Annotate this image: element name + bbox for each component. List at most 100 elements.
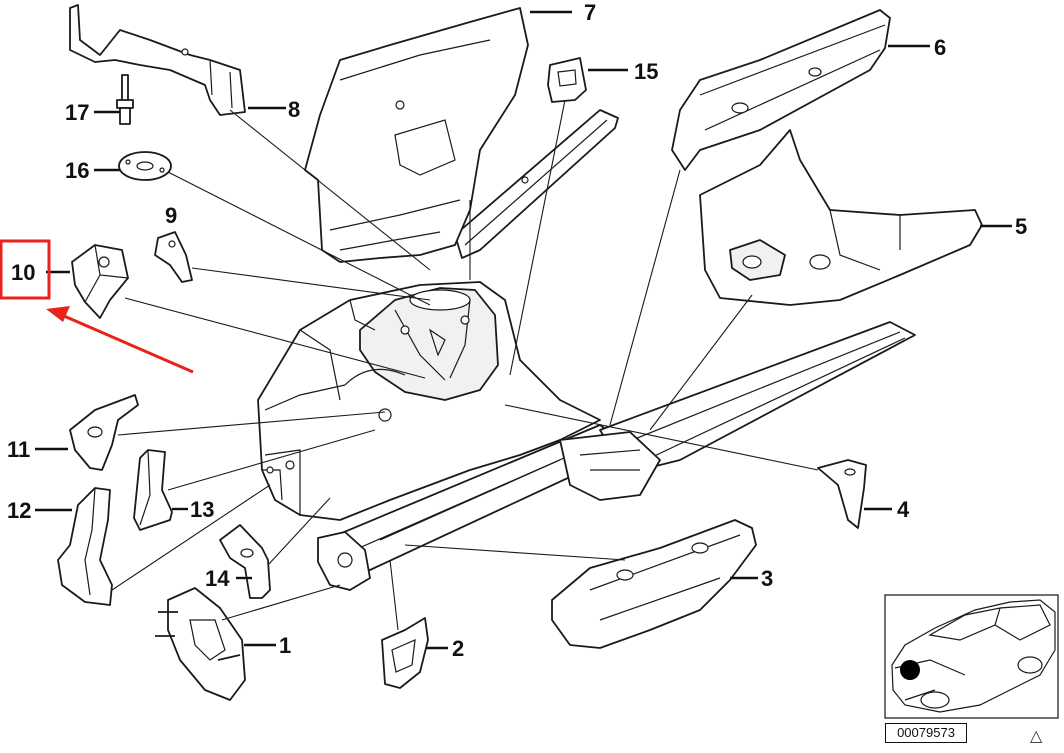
callout-3[interactable]: 3 xyxy=(761,566,773,591)
bracket-8-hole xyxy=(181,48,189,56)
part-16-gasket xyxy=(118,151,172,181)
part-6-upper-rail xyxy=(671,9,891,171)
leader-14 xyxy=(267,497,331,566)
car-rear-wheel xyxy=(1017,656,1043,674)
leader-16 xyxy=(167,171,431,306)
part-15-bracket xyxy=(547,57,587,103)
bracket-10 xyxy=(71,244,129,319)
bracket-2-slot xyxy=(391,639,416,673)
leader-11 xyxy=(117,411,386,436)
lower-rail-hole-2 xyxy=(691,542,709,554)
right-rail-crease xyxy=(619,331,906,459)
bracket-4 xyxy=(817,459,867,529)
callout-10[interactable]: 10 xyxy=(11,260,35,285)
leader-5 xyxy=(649,294,753,431)
bracket-10-nut xyxy=(98,256,110,268)
callout-15[interactable]: 15 xyxy=(634,59,658,84)
leader-15 xyxy=(509,99,566,376)
bracket-11 xyxy=(69,394,139,471)
bracket-4-hole xyxy=(844,468,856,476)
bracket-11-hole xyxy=(87,426,103,438)
car-front-wheel xyxy=(920,691,950,709)
upper-rail-6 xyxy=(671,9,891,171)
callout-6[interactable]: 6 xyxy=(934,35,946,60)
part-2-bracket xyxy=(381,617,429,689)
part-4-bracket xyxy=(817,459,867,529)
callout-8[interactable]: 8 xyxy=(288,97,300,122)
bulkhead-rib-2 xyxy=(329,199,461,231)
gasket-16-hole-b xyxy=(159,167,165,173)
wheelhouse-crease xyxy=(829,209,901,271)
cross-member xyxy=(559,431,661,501)
bracket-14-hole xyxy=(240,548,254,558)
part-8-bracket xyxy=(69,4,246,116)
bracket-10-fold xyxy=(84,244,129,303)
upper-reinforcement-bar xyxy=(454,109,619,259)
gasket-16-center xyxy=(136,161,154,171)
bracket-8 xyxy=(69,4,246,116)
callout-5[interactable]: 5 xyxy=(1015,214,1027,239)
part-14-bracket xyxy=(219,524,271,599)
part-12-bracket xyxy=(57,487,113,606)
rail-end-hole xyxy=(337,552,353,568)
stud-17-body xyxy=(119,107,131,125)
bulkhead-rib-3 xyxy=(339,231,441,251)
callout-14[interactable]: 14 xyxy=(205,566,230,591)
leader-13 xyxy=(167,429,376,491)
diagram-reference-number: 00079573 xyxy=(885,723,967,743)
strut-dome-fold xyxy=(394,299,471,381)
wheelhouse-mount-hole xyxy=(742,255,762,269)
callout-17[interactable]: 17 xyxy=(65,100,89,125)
callout-4[interactable]: 4 xyxy=(897,497,910,522)
leader-9 xyxy=(191,267,431,301)
stud-17-head xyxy=(116,99,134,109)
highlight-callout-10 xyxy=(0,239,194,374)
callout-labels: 7 6 15 8 17 16 9 5 10 11 12 13 4 14 3 1 … xyxy=(7,0,1027,661)
mount-plate-1 xyxy=(167,587,246,701)
callout-16[interactable]: 16 xyxy=(65,158,89,183)
highlight-arrow-line xyxy=(63,314,194,374)
callout-9[interactable]: 9 xyxy=(165,203,177,228)
bracket-9-hole xyxy=(168,240,176,248)
callout-7[interactable]: 7 xyxy=(584,0,596,25)
part-1-mount-plate xyxy=(155,587,246,701)
panel-hole-a xyxy=(285,460,295,470)
upper-rail-hole-1 xyxy=(731,102,749,114)
car-body-outline xyxy=(891,599,1056,713)
part-9-bracket xyxy=(154,231,193,283)
car-roof-line xyxy=(994,604,1051,641)
leader-6 xyxy=(609,169,681,426)
callout-ticks xyxy=(35,10,1012,650)
upper-rail-crease xyxy=(699,24,886,131)
bracket-13-fold xyxy=(139,449,151,526)
main-front-structure xyxy=(257,109,916,591)
upper-bar-crease xyxy=(464,119,608,246)
part-3-lower-rail xyxy=(551,519,757,649)
part-10-bracket xyxy=(71,244,129,319)
bracket-12-fold xyxy=(84,487,96,596)
cross-member-detail xyxy=(579,449,641,471)
lower-rail-3 xyxy=(551,519,757,649)
lower-rail-hole-1 xyxy=(616,569,634,581)
callout-1[interactable]: 1 xyxy=(279,633,291,658)
bracket-13 xyxy=(133,449,173,531)
callout-13[interactable]: 13 xyxy=(190,497,214,522)
part-17-stud xyxy=(116,74,134,125)
upper-rail-hole-2 xyxy=(808,67,822,77)
panel-hole-c xyxy=(400,325,410,335)
callout-2[interactable]: 2 xyxy=(452,636,464,661)
gasket-16-hole-a xyxy=(125,159,131,165)
panel-hole-b xyxy=(266,466,274,474)
highlight-arrow-head xyxy=(46,306,70,322)
bracket-15 xyxy=(547,57,587,103)
bulkhead-recess xyxy=(394,119,456,176)
car-locator-thumbnail xyxy=(884,594,1059,719)
callout-12[interactable]: 12 xyxy=(7,498,31,523)
callout-11[interactable]: 11 xyxy=(7,437,30,462)
leader-10 xyxy=(124,297,426,379)
bracket-15-slot xyxy=(557,69,577,87)
bulkhead-hole xyxy=(395,100,405,110)
upper-bar-hole xyxy=(521,176,529,184)
